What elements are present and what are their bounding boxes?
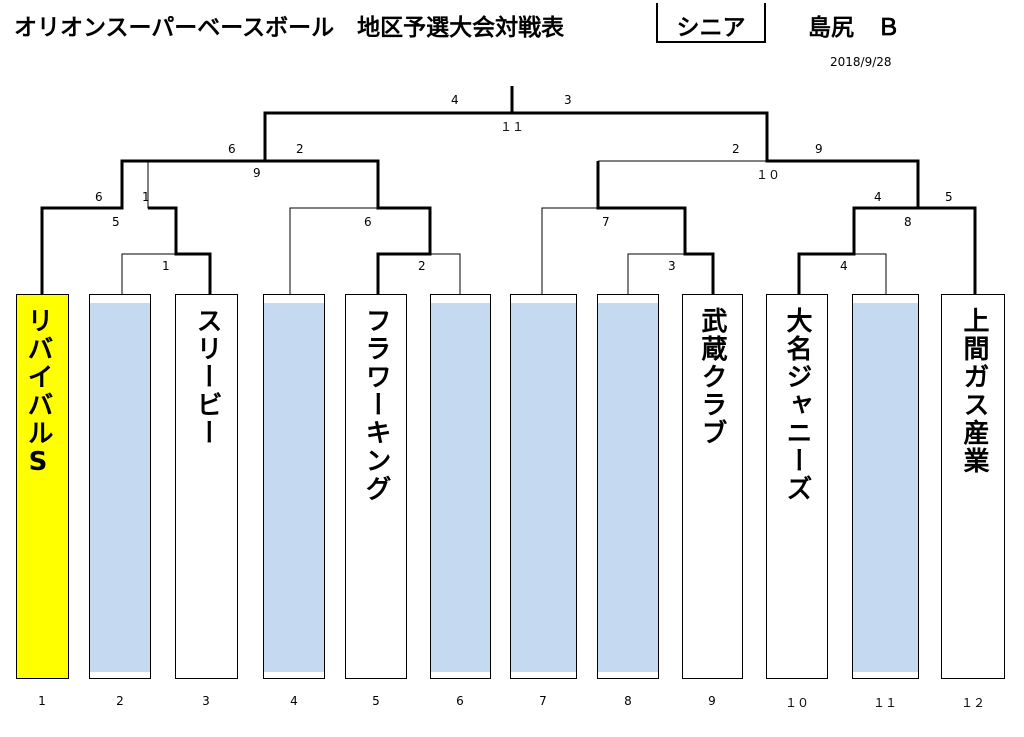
game-3-number: 3	[668, 259, 676, 273]
date-label: 2018/9/28	[830, 55, 892, 69]
game-8-number: 8	[904, 215, 912, 229]
team-slot-4-empty[interactable]	[263, 294, 325, 679]
game-11-right-score: 3	[564, 93, 572, 107]
team-slot-5[interactable]: フラワーキング	[345, 294, 407, 679]
game-10-left-score: 2	[732, 142, 740, 156]
position-number: １２	[960, 696, 985, 710]
team-slot-7-empty[interactable]	[510, 294, 577, 679]
team-name: 大名ジャニーズ	[782, 307, 812, 503]
game-10-number: １０	[756, 168, 781, 182]
game-11-number: １１	[500, 120, 525, 134]
team-name: リバイバルS	[23, 307, 53, 479]
position-number: １１	[872, 696, 897, 710]
venue-label: 島尻 Ｂ	[808, 15, 900, 41]
position-number: 4	[290, 694, 298, 708]
game-9-right-score: 2	[296, 142, 304, 156]
position-number: 3	[202, 694, 210, 708]
game-1-number: 1	[162, 259, 170, 273]
team-slot-3[interactable]: スリービー	[175, 294, 238, 679]
game-7-number: 7	[602, 215, 610, 229]
division-box	[656, 3, 766, 43]
division-label: シニア	[676, 15, 746, 41]
game-2-number: 2	[418, 259, 426, 273]
position-number: 8	[624, 694, 632, 708]
game-5-number: 5	[112, 215, 120, 229]
position-number: 2	[116, 694, 124, 708]
game-9-left-score: 6	[228, 142, 236, 156]
position-number: 9	[708, 694, 716, 708]
game-11-left-score: 4	[451, 93, 459, 107]
team-name: スリービー	[192, 307, 222, 447]
game-9-number: 9	[253, 166, 261, 180]
team-slot-2-empty[interactable]	[89, 294, 151, 679]
position-number: １０	[784, 696, 809, 710]
team-slot-1[interactable]: リバイバルS	[16, 294, 69, 679]
game-5-right-score: 1	[142, 190, 150, 204]
position-number: 6	[456, 694, 464, 708]
team-slot-12[interactable]: 上間ガス産業	[941, 294, 1005, 679]
team-slot-6-empty[interactable]	[430, 294, 491, 679]
game-6-number: 6	[364, 215, 372, 229]
bracket-winner-lines	[40, 86, 977, 294]
game-8-right-score: 5	[945, 190, 953, 204]
page-title: オリオンスーパーベースボール 地区予選大会対戦表	[14, 15, 565, 41]
game-5-left-score: 6	[95, 190, 103, 204]
game-4-number: 4	[840, 259, 848, 273]
team-name: 上間ガス産業	[959, 307, 989, 475]
position-number: 7	[539, 694, 547, 708]
team-slot-8-empty[interactable]	[597, 294, 659, 679]
game-10-right-score: 9	[815, 142, 823, 156]
team-slot-9[interactable]: 武蔵クラブ	[682, 294, 743, 679]
team-slot-11-empty[interactable]	[852, 294, 919, 679]
team-name: フラワーキング	[361, 307, 391, 503]
game-8-left-score: 4	[874, 190, 882, 204]
team-name: 武蔵クラブ	[697, 307, 727, 447]
position-number: 1	[38, 694, 46, 708]
team-slot-10[interactable]: 大名ジャニーズ	[766, 294, 828, 679]
position-number: 5	[372, 694, 380, 708]
